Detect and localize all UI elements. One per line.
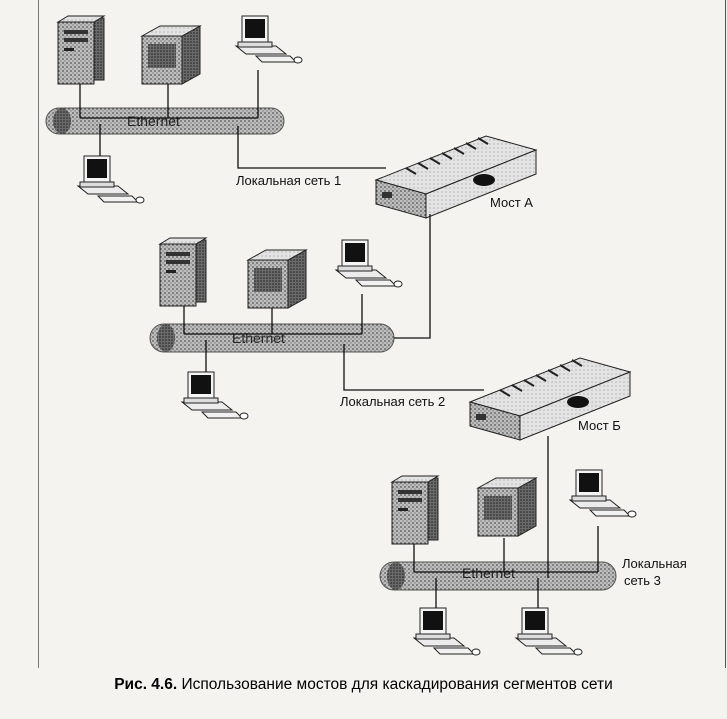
- workstation-icon: [77, 155, 145, 204]
- server-cube-icon: [477, 477, 537, 537]
- segment-2: Ethernet Локальная сеть 2: [149, 214, 484, 420]
- server-cube-icon: [247, 249, 307, 309]
- network-diagram: Ethernet Локальная сеть 1 Мост А Etherne…: [45, 15, 687, 656]
- segment-3: Ethernet Локальная сеть 3: [379, 436, 687, 656]
- ethernet-label-3: Ethernet: [462, 565, 515, 581]
- figure-caption: Рис. 4.6. Использование мостов для каска…: [0, 676, 727, 694]
- segment-1: Ethernet Локальная сеть 1: [45, 15, 386, 204]
- workstation-icon: [335, 239, 403, 288]
- server-tower-icon: [159, 237, 207, 307]
- server-tower-icon: [57, 15, 105, 85]
- network-label-1: Локальная сеть 1: [236, 173, 341, 188]
- bus-end-icon: [53, 108, 71, 134]
- network-label-2: Локальная сеть 2: [340, 394, 445, 409]
- figure-frame: [38, 0, 726, 668]
- workstation-icon: [569, 469, 637, 518]
- ethernet-bus-icon: [45, 107, 285, 135]
- server-tower-icon: [391, 475, 439, 545]
- workstation-icon: [413, 607, 481, 656]
- bus-end-icon: [387, 562, 405, 590]
- caption-prefix: Рис. 4.6.: [114, 676, 178, 693]
- server-cube-icon: [141, 25, 201, 85]
- ethernet-label-2: Ethernet: [232, 330, 285, 346]
- caption-text: Использование мостов для каскадирования …: [181, 676, 613, 693]
- bridge-a-label: Мост А: [490, 195, 533, 210]
- network-label-3-line1: Локальная: [622, 556, 687, 571]
- ethernet-bus-icon: [379, 561, 617, 591]
- bridge-b-label: Мост Б: [578, 418, 621, 433]
- network-label-3-line2: сеть 3: [624, 573, 661, 588]
- bus-end-icon: [157, 324, 175, 352]
- workstation-icon: [515, 607, 583, 656]
- ethernet-label-1: Ethernet: [127, 113, 180, 129]
- workstation-icon: [181, 371, 249, 420]
- workstation-icon: [235, 15, 303, 64]
